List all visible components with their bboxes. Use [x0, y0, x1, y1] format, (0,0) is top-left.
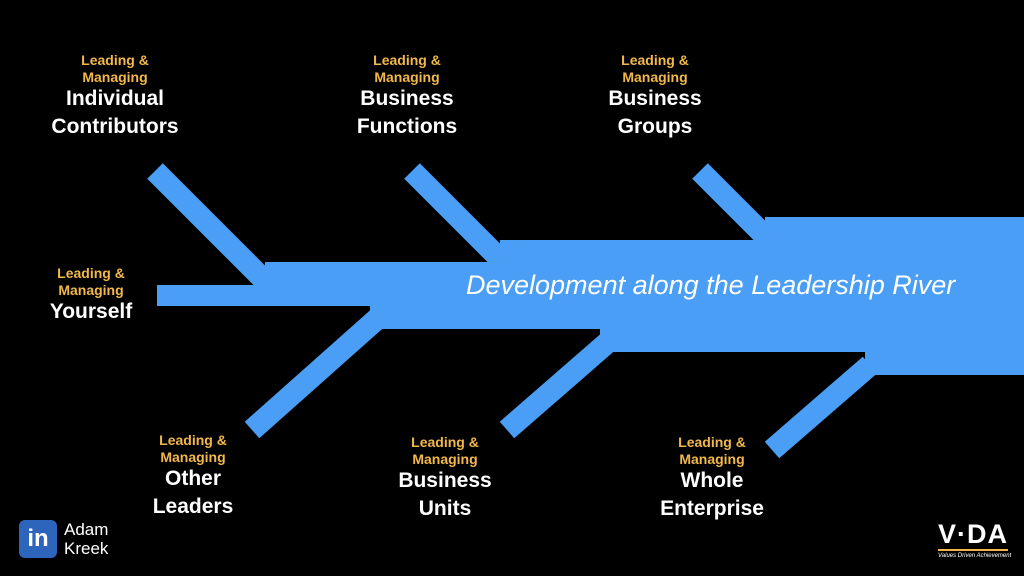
branch-business-groups	[692, 163, 776, 247]
logo-tagline: Values Driven Achievement	[938, 553, 1012, 559]
label-business-groups: Leading & Managing Business Groups	[608, 52, 702, 138]
label-business-units: Leading & Managing Business Units	[398, 434, 492, 520]
label-yourself: Leading & Managing Yourself	[49, 265, 133, 324]
logo-mark: V·DA	[938, 519, 1008, 549]
label-individual-contributors: Leading & Managing Individual Contributo…	[51, 52, 179, 138]
label-whole-enterprise: Leading & Managing Whole Enterprise	[660, 434, 764, 520]
author-first: Adam	[64, 520, 109, 539]
author-name: Adam Kreek	[64, 520, 108, 558]
branch-whole-enterprise	[764, 356, 878, 459]
river-body	[157, 217, 1024, 375]
river-title: Development along the Leadership River	[466, 270, 956, 300]
branch-other-leaders	[244, 309, 386, 439]
logo-underline	[938, 549, 1008, 551]
linkedin-icon: in	[19, 520, 57, 558]
vida-logo: V·DA Values Driven Achievement	[938, 519, 1012, 559]
label-other-leaders: Leading & Managing Other Leaders	[152, 432, 234, 518]
branch-business-units	[499, 333, 616, 439]
branch-individual-contributors	[147, 163, 276, 292]
branch-business-functions	[404, 163, 511, 270]
label-business-functions: Leading & Managing Business Functions	[356, 52, 458, 138]
author-last: Kreek	[64, 539, 109, 558]
